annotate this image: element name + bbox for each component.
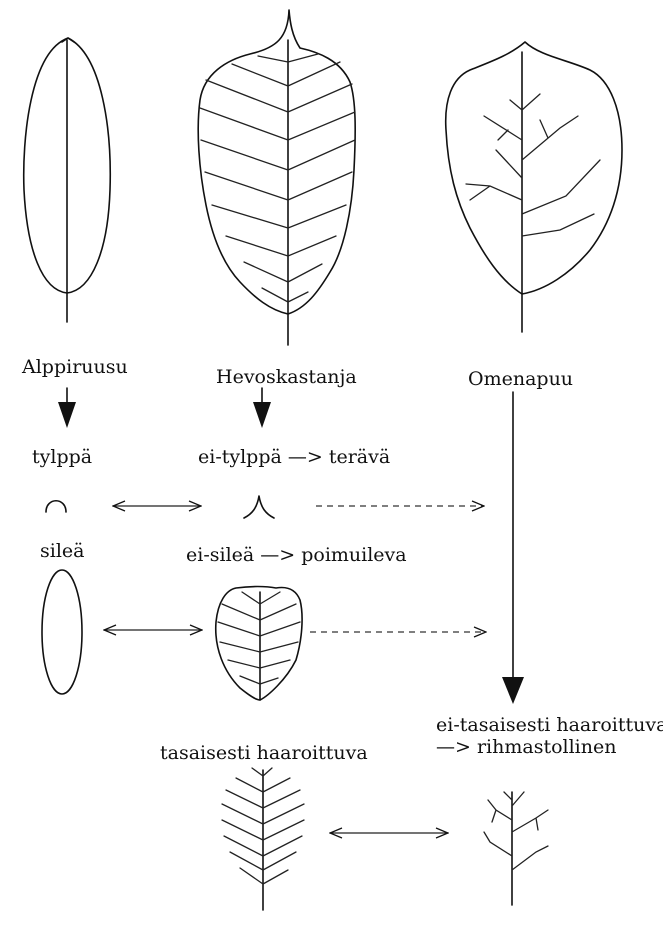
not-blunt-pointed-tip-label: ei-tylppä —> terävä bbox=[198, 446, 390, 468]
hevoskastanja-label: Hevoskastanja bbox=[216, 366, 357, 388]
blunt-tip-drawing bbox=[46, 501, 66, 512]
hevoskastanja-leaf-drawing bbox=[198, 10, 355, 345]
alppiruusu-down-arrow bbox=[58, 388, 76, 428]
pointed-tip-drawing bbox=[244, 496, 274, 518]
alppiruusu-label: Alppiruusu bbox=[22, 356, 128, 378]
even-branching-label: tasaisesti haaroittuva bbox=[160, 742, 368, 764]
smooth-edge-leaf-drawing bbox=[42, 570, 82, 694]
omenapuu-leaf-drawing bbox=[446, 42, 622, 332]
hevoskastanja-down-arrow bbox=[253, 388, 271, 428]
smooth-edge-label: sileä bbox=[40, 540, 84, 562]
uneven-branching-vein-drawing bbox=[484, 792, 548, 905]
blunt-tip-label: tylppä bbox=[32, 446, 92, 468]
filamentous-label: —> rihmastollinen bbox=[436, 736, 616, 758]
omenapuu-long-arrow bbox=[502, 392, 524, 704]
wavy-edge-leaf-drawing bbox=[216, 587, 302, 701]
uneven-branching-label: ei-tasaisesti haaroittuva bbox=[436, 714, 663, 736]
omenapuu-label: Omenapuu bbox=[468, 368, 573, 390]
alppiruusu-leaf-drawing bbox=[24, 38, 111, 322]
not-smooth-wavy-edge-label: ei-sileä —> poimuileva bbox=[186, 544, 407, 566]
even-branching-vein-drawing bbox=[222, 768, 304, 910]
